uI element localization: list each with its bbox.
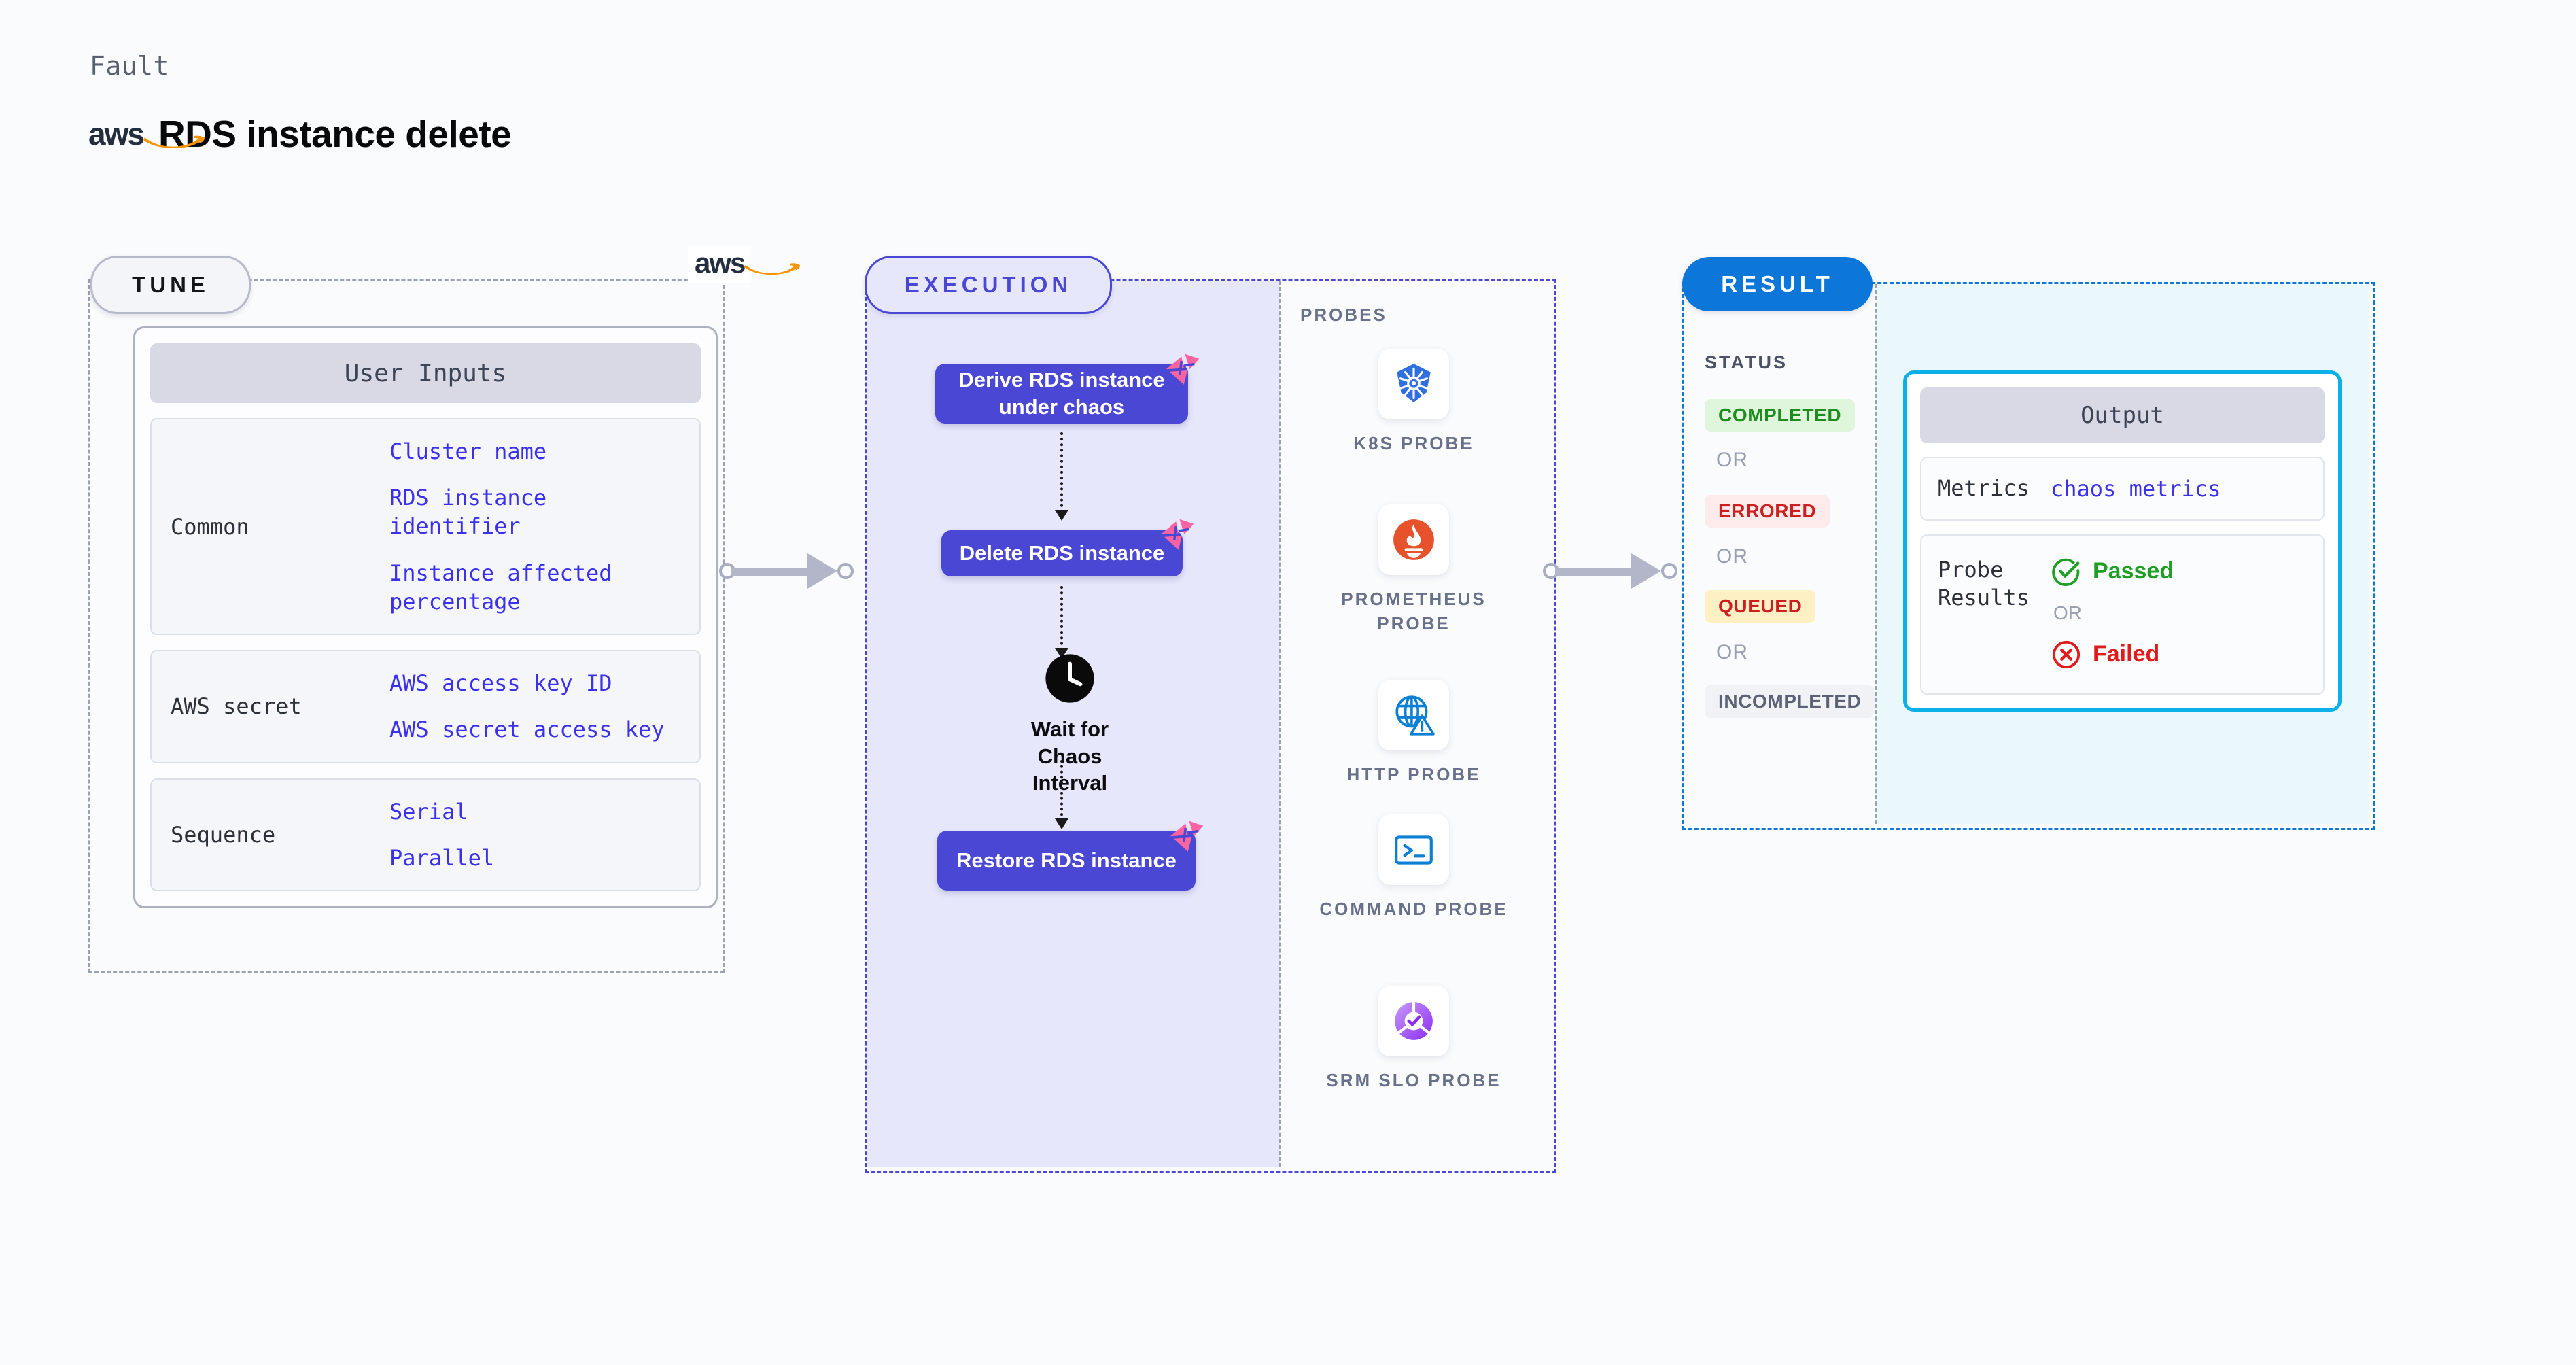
- wait-step-label: Wait for Chaos Interval: [1030, 717, 1109, 795]
- aws-swoosh-icon: [143, 135, 205, 149]
- tune-input-aws-secret-access-key[interactable]: AWS secret access key: [389, 716, 665, 743]
- probe-icon-tile: [1378, 349, 1449, 419]
- output-probe-results-label: Probe Results: [1938, 556, 2030, 611]
- user-inputs-card: User Inputs Common Cluster name RDS inst…: [133, 326, 718, 909]
- probe-label: SRM SLO PROBE: [1326, 1070, 1501, 1090]
- flow-connector-3: [1060, 760, 1063, 821]
- connector-end-dot: [1661, 563, 1677, 579]
- tune-input-aws-access-key-id[interactable]: AWS access key ID: [389, 670, 612, 697]
- litmus-chaos-icon: [1160, 519, 1194, 550]
- flow-arrowhead-1-icon: [1055, 510, 1068, 521]
- tune-input-cluster-name[interactable]: Cluster name: [389, 438, 547, 464]
- connector-execution-to-result: [1543, 551, 1692, 591]
- srm-slo-icon: [1395, 1002, 1433, 1040]
- tune-group-common[interactable]: Common Cluster name RDS instance identif…: [150, 418, 701, 636]
- clock-icon: [1045, 654, 1094, 703]
- status-or-label-1: OR: [1716, 449, 1748, 471]
- aws-logo-tune-rail: aws: [688, 246, 801, 283]
- tune-input-sequence-parallel[interactable]: Parallel: [389, 844, 495, 871]
- probes-column-divider: [1279, 281, 1281, 1167]
- fault-eyebrow-label: Fault: [90, 51, 169, 81]
- execution-step-wait-for-chaos-interval[interactable]: Wait for Chaos Interval: [1015, 653, 1124, 797]
- probe-passed-label: Passed: [2093, 558, 2174, 585]
- probe-label: HTTP PROBE: [1346, 764, 1481, 784]
- tune-group-label: AWS secret: [171, 693, 302, 720]
- probe-icon-tile: [1378, 680, 1449, 750]
- prometheus-icon: [1393, 519, 1434, 560]
- terminal-icon: [1395, 835, 1433, 865]
- tune-group-aws-secret[interactable]: AWS secret AWS access key ID AWS secret …: [150, 650, 701, 763]
- connector-line: [731, 568, 820, 576]
- execution-step-derive-rds-instance[interactable]: Derive RDS instance under chaos: [935, 364, 1188, 424]
- result-stage-region: [1682, 282, 2375, 830]
- tune-group-sequence[interactable]: Sequence Serial Parallel: [150, 778, 701, 892]
- tune-input-sequence-serial[interactable]: Serial: [389, 798, 468, 825]
- probe-icon-tile: [1378, 986, 1449, 1056]
- status-section-title: STATUS: [1705, 352, 1788, 373]
- connector-arrowhead-icon: [1631, 553, 1661, 589]
- tune-group-label: Sequence: [171, 821, 276, 848]
- execution-stage-fill: [867, 281, 1280, 1167]
- kubernetes-icon: [1397, 364, 1431, 402]
- stage-badge-result[interactable]: RESULT: [1682, 257, 1873, 311]
- probe-label: K8S PROBE: [1353, 433, 1474, 453]
- output-card-title: Output: [1920, 387, 2325, 443]
- probes-section-title: PROBES: [1300, 305, 1387, 325]
- connector-line: [1555, 568, 1643, 576]
- check-circle-icon: [2052, 558, 2080, 586]
- tune-stage-region: [88, 279, 725, 973]
- litmus-chaos-icon: [1166, 353, 1200, 385]
- status-or-label-2: OR: [1716, 545, 1748, 568]
- user-inputs-card-title: User Inputs: [150, 343, 701, 403]
- probe-result-failed: Failed: [2051, 639, 2174, 670]
- output-metrics-label: Metrics: [1938, 475, 2030, 501]
- probe-label: COMMAND PROBE: [1319, 899, 1508, 919]
- aws-swoosh-icon: [744, 263, 801, 275]
- result-column-divider: [1875, 284, 1877, 824]
- flow-connector-1: [1060, 432, 1063, 513]
- tune-input-instance-affected-pct[interactable]: Instance affected percentage: [389, 559, 612, 615]
- probe-failed-label: Failed: [2093, 641, 2160, 668]
- probe-result-or-label: OR: [2053, 602, 2082, 623]
- status-badge-errored: ERRORED: [1705, 495, 1830, 528]
- connector-arrowhead-icon: [807, 553, 837, 589]
- x-circle-icon: [2052, 640, 2081, 668]
- status-or-label-3: OR: [1716, 641, 1748, 663]
- page-title: RDS instance delete: [158, 113, 512, 155]
- connector-tune-to-execution: [719, 551, 869, 591]
- aws-logo: aws: [88, 118, 205, 150]
- connector-end-dot: [837, 563, 854, 579]
- tune-input-rds-instance-id[interactable]: RDS instance identifier: [389, 485, 547, 540]
- flow-arrowhead-3-icon: [1055, 818, 1068, 829]
- probe-item-k8s[interactable]: K8S PROBE: [1305, 349, 1522, 456]
- probe-result-passed: Passed: [2051, 556, 2174, 587]
- probe-label: PROMETHEUS PROBE: [1341, 589, 1486, 634]
- probe-icon-tile: [1378, 814, 1449, 885]
- execution-step-delete-rds-instance[interactable]: Delete RDS instance: [941, 530, 1183, 576]
- probe-item-srm-slo[interactable]: SRM SLO PROBE: [1305, 986, 1522, 1093]
- status-badge-incompleted: INCOMPLETED: [1705, 685, 1875, 718]
- status-badge-completed: COMPLETED: [1705, 399, 1856, 432]
- tune-group-label: Common: [171, 513, 249, 540]
- output-card: Output Metrics chaos metrics Probe Resul…: [1903, 370, 2342, 712]
- output-metrics-value[interactable]: chaos metrics: [2051, 475, 2221, 502]
- status-badge-queued: QUEUED: [1705, 590, 1816, 623]
- page-title-row: aws RDS instance delete: [88, 112, 512, 156]
- probe-item-http[interactable]: HTTP PROBE: [1305, 680, 1522, 787]
- output-row-metrics[interactable]: Metrics chaos metrics: [1920, 457, 2325, 521]
- litmus-chaos-icon: [1170, 820, 1204, 852]
- globe-warning-icon: [1395, 695, 1435, 736]
- probe-item-command[interactable]: COMMAND PROBE: [1305, 814, 1522, 922]
- execution-stage-region: [865, 279, 1556, 1173]
- execution-step-restore-rds-instance[interactable]: Restore RDS instance: [937, 831, 1196, 891]
- output-row-probe-results[interactable]: Probe Results Passed OR Failed: [1920, 534, 2325, 695]
- stage-badge-execution[interactable]: EXECUTION: [865, 256, 1112, 314]
- probe-icon-tile: [1378, 504, 1449, 575]
- flow-connector-2: [1060, 586, 1063, 651]
- probe-item-prometheus[interactable]: PROMETHEUS PROBE: [1305, 504, 1522, 636]
- stage-badge-tune[interactable]: TUNE: [90, 256, 251, 314]
